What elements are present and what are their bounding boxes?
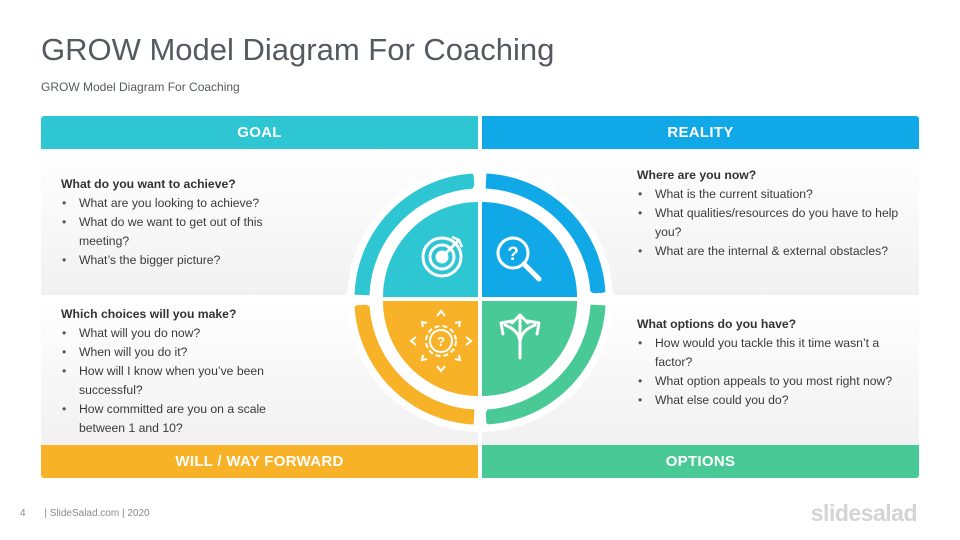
magnifier-question-icon: ?	[496, 236, 542, 282]
list-item: What will you do now?	[61, 324, 311, 343]
will-question-list: What will you do now? When will you do i…	[61, 324, 311, 438]
page-subtitle: GROW Model Diagram For Coaching	[41, 80, 240, 94]
goal-question-list: What are you looking to achieve? What do…	[61, 194, 301, 270]
options-question-list: How would you tackle this it time wasn’t…	[637, 334, 907, 410]
options-questions: What options do you have? How would you …	[637, 315, 907, 410]
options-footer-bar: OPTIONS	[482, 445, 919, 478]
will-question-title: Which choices will you make?	[61, 307, 237, 321]
options-question-title: What options do you have?	[637, 317, 797, 331]
brand-logo: slidesalad	[810, 500, 918, 526]
list-item: What qualities/resources do you have to …	[637, 204, 907, 242]
svg-text:?: ?	[437, 334, 445, 349]
footer-credit: | SlideSalad.com | 2020	[44, 508, 150, 519]
goal-ring-arc	[354, 173, 475, 296]
page-title: GROW Model Diagram For Coaching	[41, 32, 555, 67]
reality-quadrant	[482, 202, 577, 297]
reality-question-title: Where are you now?	[637, 168, 757, 182]
list-item: What’s the bigger picture?	[61, 251, 301, 270]
will-questions: Which choices will you make? What will y…	[61, 305, 311, 438]
goal-question-title: What do you want to achieve?	[61, 177, 236, 191]
goal-header-bar: GOAL	[41, 116, 478, 149]
split-arrows-icon	[499, 313, 541, 360]
footer: 4 | SlideSalad.com | 2020	[20, 508, 150, 519]
list-item: How would you tackle this it time wasn’t…	[637, 334, 907, 372]
list-item: What option appeals to you most right no…	[637, 372, 907, 391]
list-item: How will I know when you’ve been success…	[61, 362, 311, 400]
will-ring-arc	[354, 304, 475, 425]
reality-header-bar: REALITY	[482, 116, 919, 149]
will-quadrant	[383, 301, 478, 396]
reality-questions: Where are you now? What is the current s…	[637, 166, 907, 261]
list-item: What are the internal & external obstacl…	[637, 242, 907, 261]
list-item: How committed are you on a scale between…	[61, 400, 311, 438]
reality-ring-arc	[485, 173, 606, 294]
reality-question-list: What is the current situation? What qual…	[637, 185, 907, 261]
gear-arrows-question-icon: ?	[409, 309, 473, 373]
list-item: What else could you do?	[637, 391, 907, 410]
list-item: What is the current situation?	[637, 185, 907, 204]
list-item: When will you do it?	[61, 343, 311, 362]
list-item: What do we want to get out of this meeti…	[61, 213, 301, 251]
page-number: 4	[20, 508, 26, 519]
options-ring-arc	[485, 304, 606, 425]
svg-text:?: ?	[507, 244, 519, 265]
grow-wheel: ? ?	[347, 166, 613, 432]
will-footer-bar: WILL / WAY FORWARD	[41, 445, 478, 478]
goal-questions: What do you want to achieve? What are yo…	[61, 175, 301, 270]
target-icon	[421, 235, 464, 278]
list-item: What are you looking to achieve?	[61, 194, 301, 213]
